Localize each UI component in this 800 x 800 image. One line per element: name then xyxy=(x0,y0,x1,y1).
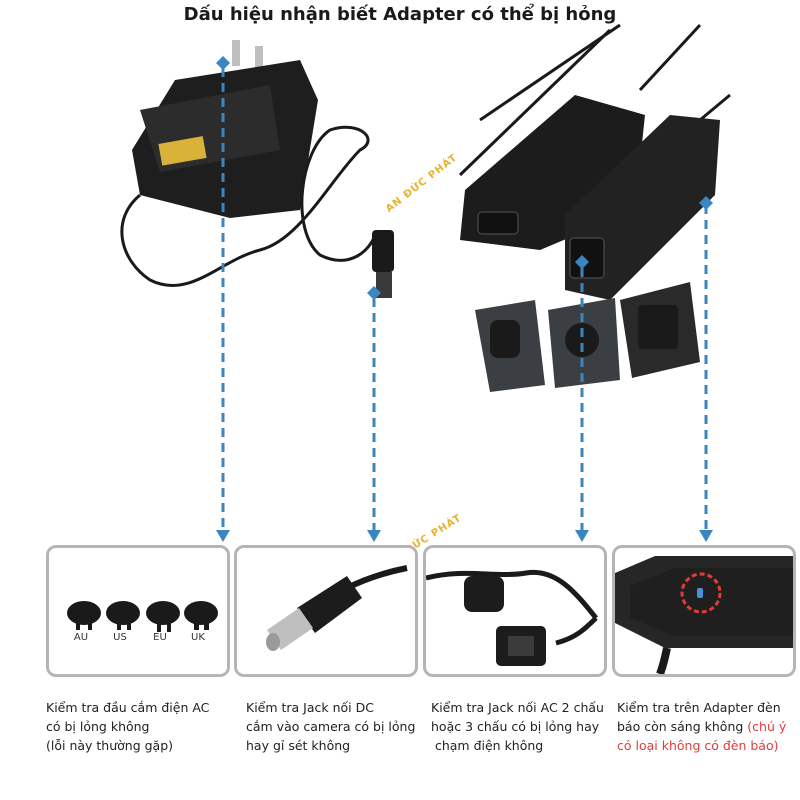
caption-line: Kiểm tra Jack nối DC xyxy=(246,700,374,715)
dashed-arrows xyxy=(216,56,713,542)
caption-line: hay gỉ sét không xyxy=(246,738,351,753)
caption-dc-jack: Kiểm tra Jack nối DC cắm vào camera có b… xyxy=(246,698,415,755)
caption-line: Kiểm tra đầu cắm điện AC xyxy=(46,700,210,715)
caption-line: hoặc 3 chấu có bị lỏng hay xyxy=(431,719,600,734)
led-adapter-image xyxy=(615,556,793,674)
ac-jack-image xyxy=(426,569,598,666)
caption-line: cắm vào camera có bị lỏng xyxy=(246,719,416,734)
panel-ac-plugs xyxy=(46,545,230,677)
caption-note: có loại không có đèn báo) xyxy=(617,738,779,753)
caption-ac-jack: Kiểm tra Jack nối AC 2 chấu hoặc 3 chấu … xyxy=(431,698,604,755)
caption-led: Kiểm tra trên Adapter đèn báo còn sáng k… xyxy=(617,698,786,755)
caption-ac-plug: Kiểm tra đầu cắm điện AC có bị lỏng khôn… xyxy=(46,698,209,755)
plug-label-eu: EU xyxy=(153,632,167,643)
plug-label-us: US xyxy=(113,632,127,643)
caption-line: Kiểm tra trên Adapter đèn xyxy=(617,700,781,715)
dc-jack-image xyxy=(266,565,408,651)
wall-adapter-image xyxy=(120,40,394,298)
caption-line: chạm điện không xyxy=(431,738,544,753)
panel-led-indicator xyxy=(612,545,796,677)
caption-note: (chú ý xyxy=(747,719,787,734)
plug-icons xyxy=(67,601,218,632)
page-title: Dấu hiệu nhận biết Adapter có thể bị hỏn… xyxy=(183,4,617,25)
panel-ac-jack xyxy=(423,545,607,677)
desktop-adapters-image xyxy=(458,23,731,392)
caption-text: báo còn sáng không xyxy=(617,719,744,734)
plug-label-uk: UK xyxy=(191,632,205,643)
plug-label-au: AU xyxy=(73,632,89,643)
caption-line: báo còn sáng không (chú ý xyxy=(617,717,786,736)
panel-dc-jack xyxy=(234,545,418,677)
caption-line: Kiểm tra Jack nối AC 2 chấu xyxy=(431,700,604,715)
caption-line: (lỗi này thường gặp) xyxy=(46,738,174,753)
caption-line: có bị lỏng không xyxy=(46,719,150,734)
